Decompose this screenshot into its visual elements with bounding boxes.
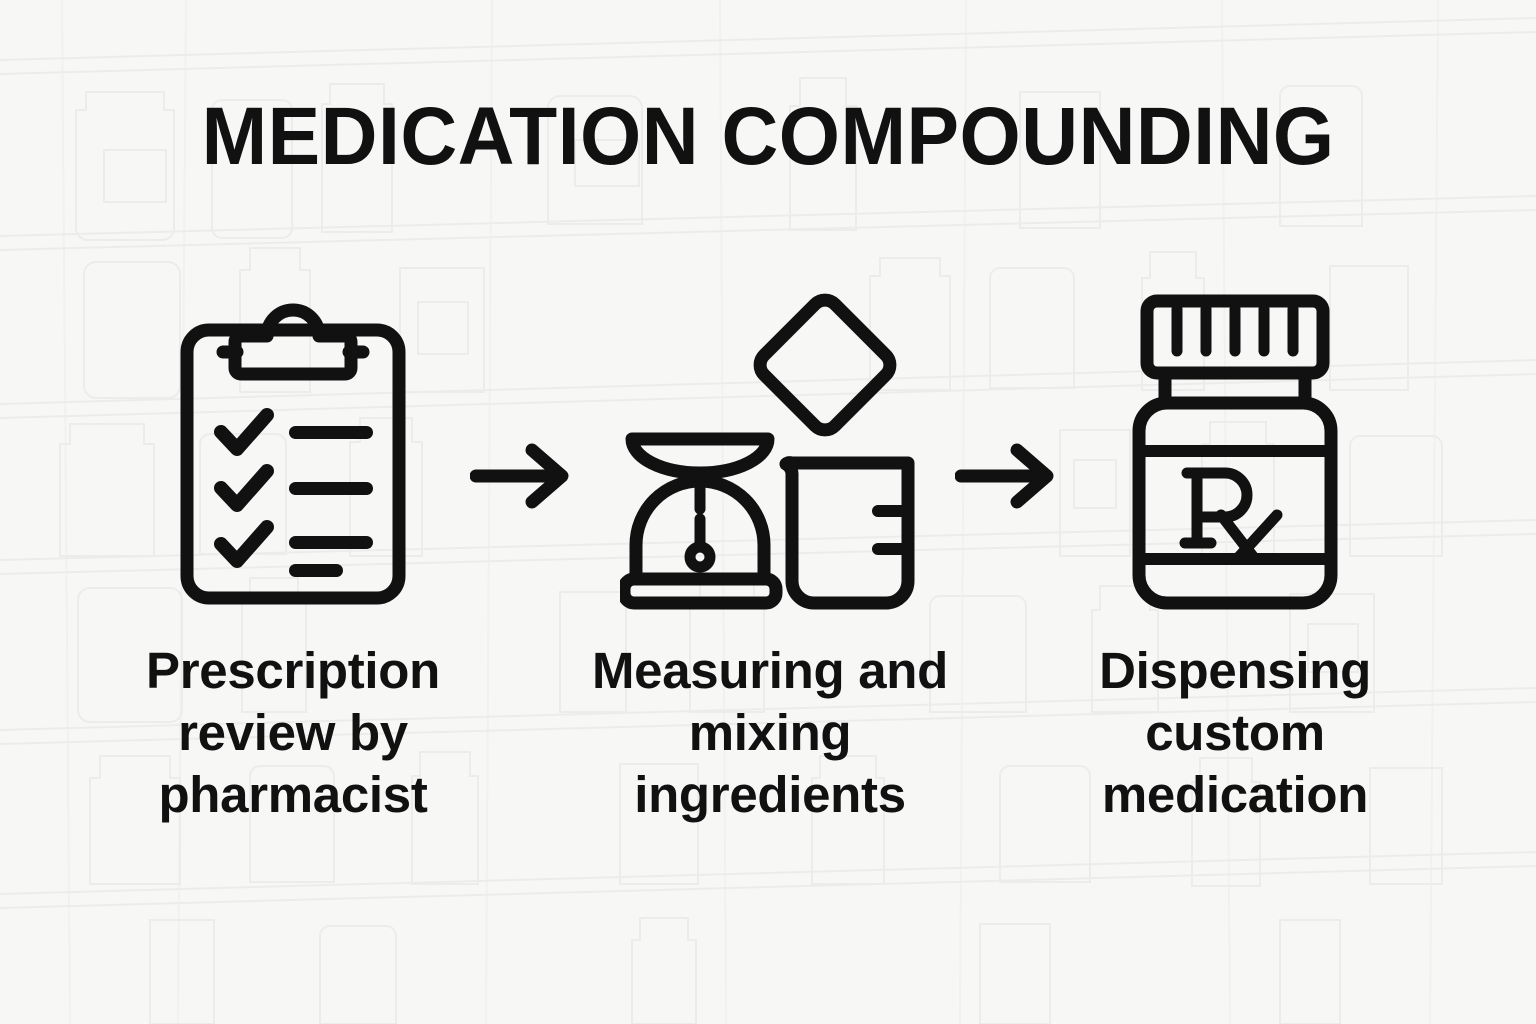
clipboard-checklist-icon [180,303,406,605]
step-1-caption: Prescription review by pharmacist [146,642,440,823]
rotated-square-icon [753,293,897,437]
page-title-text: MEDICATION COMPOUNDING [201,91,1335,182]
step-1-icon-area [113,282,473,622]
rx-symbol [1179,467,1283,565]
arrow-step2-to-step3-icon [955,443,1054,509]
step-2-icon-area [590,282,950,622]
arrow-step1-to-step2-icon [470,443,569,509]
page-title: MEDICATION COMPOUNDING [0,96,1536,178]
step-measuring-mixing: Measuring and mixing ingredients [590,282,950,826]
kitchen-scale-icon [620,432,783,610]
step-dispensing-medication: Dispensing custom medication [1055,282,1415,826]
beaker-icon [779,456,915,610]
step-3-icon-area [1055,282,1415,622]
step-2-caption: Measuring and mixing ingredients [592,642,948,823]
pill-bottle-rx-icon [1132,294,1338,610]
step-3-caption: Dispensing custom medication [1099,642,1371,823]
step-prescription-review: Prescription review by pharmacist [113,282,473,826]
scale-beaker-powder-icon [620,293,915,610]
